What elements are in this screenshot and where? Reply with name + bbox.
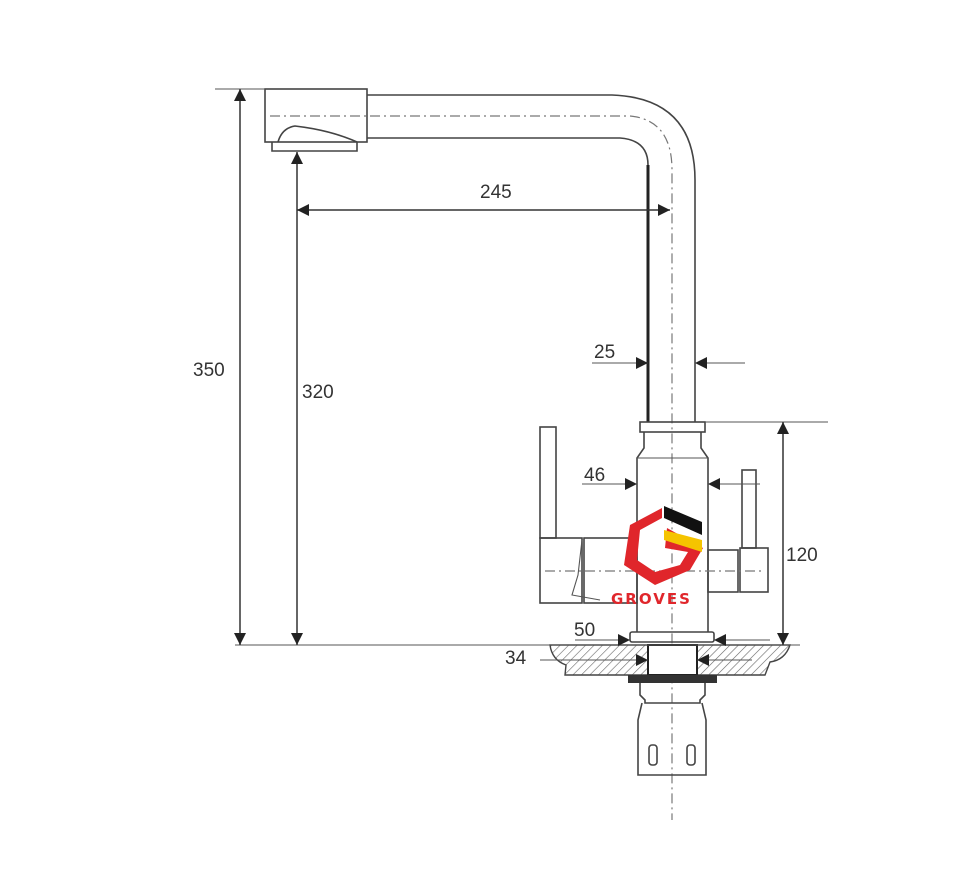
faucet-body [539, 421, 769, 643]
dim-tube-diameter: 25 [594, 342, 615, 363]
dim-spout-reach: 245 [480, 182, 512, 203]
countertop-mount [549, 644, 791, 776]
dim-body-diameter: 46 [584, 465, 605, 486]
dimension-lines [215, 88, 828, 666]
dim-shank-diameter: 34 [505, 648, 527, 669]
groves-logo: GROVES [611, 506, 703, 608]
dim-base-diameter: 50 [574, 620, 595, 641]
dim-body-height: 120 [786, 545, 818, 566]
dim-total-height: 350 [193, 360, 225, 381]
logo-text: GROVES [611, 590, 692, 608]
dim-spout-height: 320 [302, 382, 334, 403]
